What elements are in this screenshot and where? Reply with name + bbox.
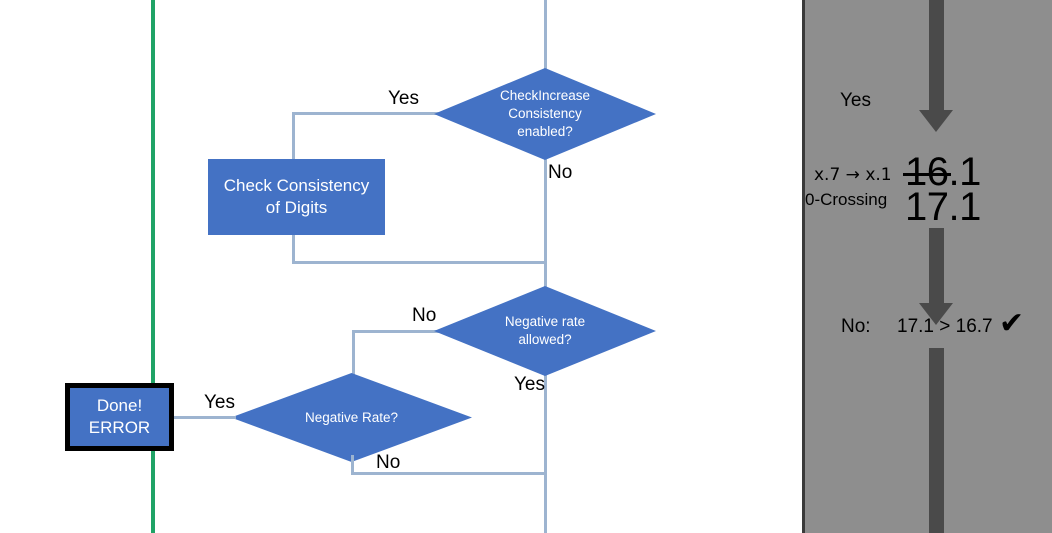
edge-label-negrate-allowed-no: No xyxy=(412,305,437,326)
edge-label-negrate-no: No xyxy=(376,452,401,473)
panel-value-current: 17.1 xyxy=(905,185,981,229)
main-spine-top xyxy=(544,0,547,84)
panel-arrow-1-head xyxy=(919,110,953,132)
diamond-shape xyxy=(434,68,656,160)
terminal-done-error[interactable]: Done! ERROR xyxy=(65,383,174,451)
edge-label-checkincrease-no: No xyxy=(548,162,573,183)
panel-arrow-2-shaft xyxy=(929,228,944,305)
connector-checkincrease-yes-horizontal xyxy=(292,112,440,115)
annotation-panel: Yes x.7 → x.1 0-Crossing 16.1 17.1 No: 1… xyxy=(802,0,1052,533)
process-check-consistency-of-digits-label: Check Consistency of Digits xyxy=(223,176,370,217)
connector-negrate-no-vertical xyxy=(351,455,354,475)
terminal-done-error-label: Done! ERROR xyxy=(88,396,151,437)
panel-comparison-prefix: No: xyxy=(841,316,871,337)
diamond-shape xyxy=(434,286,656,376)
panel-yes-label: Yes xyxy=(840,90,871,111)
connector-negrate-allowed-no-vertical xyxy=(352,330,355,375)
panel-value-struck-wrap: 16.1 xyxy=(903,150,981,195)
panel-rule-line-1: x.7 → x.1 xyxy=(814,165,892,185)
connector-negrate-allowed-no-horizontal xyxy=(352,330,442,333)
panel-comparison-expression: 17.1 > 16.7 xyxy=(897,316,993,337)
main-spine-mid xyxy=(544,145,547,295)
decision-negative-rate[interactable]: Negative Rate? xyxy=(231,373,472,462)
check-icon: ✔ xyxy=(999,306,1025,341)
decision-negative-rate-allowed[interactable]: Negative rate allowed? xyxy=(434,286,656,376)
decision-checkincrease-consistency[interactable]: CheckIncrease Consistency enabled? xyxy=(434,68,656,160)
connector-negrate-yes-horizontal xyxy=(172,416,236,419)
panel-arrow-3-shaft xyxy=(929,348,944,533)
main-spine-lower xyxy=(544,357,547,533)
panel-arrow-1-shaft xyxy=(929,0,944,111)
edge-label-negrate-yes: Yes xyxy=(204,392,235,413)
connector-checkincrease-yes-vertical xyxy=(292,112,295,162)
edge-label-checkincrease-yes: Yes xyxy=(388,88,419,109)
strikethrough-line xyxy=(903,172,951,176)
edge-label-negrate-allowed-yes: Yes xyxy=(514,374,545,395)
panel-rule-line-2: 0-Crossing xyxy=(805,190,888,209)
diamond-shape xyxy=(231,373,472,462)
connector-consistency-return-horizontal xyxy=(292,261,547,264)
green-divider-line xyxy=(151,0,155,533)
process-check-consistency-of-digits[interactable]: Check Consistency of Digits xyxy=(208,159,385,235)
panel-arrow-2-head xyxy=(919,303,953,325)
panel-value-struck: 16.1 xyxy=(905,150,981,194)
connector-negrate-no-horizontal xyxy=(351,472,547,475)
connector-consistency-return-vertical xyxy=(292,235,295,264)
